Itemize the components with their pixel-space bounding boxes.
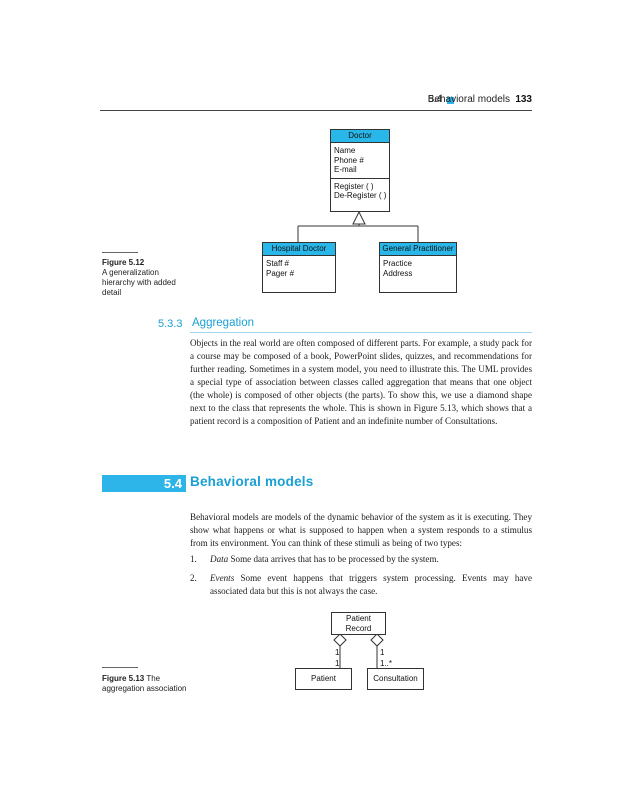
header-title: Behavioral models	[427, 94, 510, 105]
class-general-practitioner-name: General Practitioner	[380, 243, 456, 256]
list-item-text: Some event happens that triggers system …	[210, 573, 532, 596]
multiplicity-right-bottom: 1..*	[380, 659, 392, 668]
figure-5-12-caption: Figure 5.12 A generalization hierarchy w…	[102, 258, 182, 298]
list-item-number: 1.	[190, 554, 197, 564]
figure-5-12-text: A generalization hierarchy with added de…	[102, 268, 176, 297]
hospital-doctor-attr-pager: Pager #	[266, 268, 295, 278]
doctor-attr-email: E-mail	[334, 165, 357, 174]
generalization-arrow-icon	[352, 210, 366, 225]
behavioral-paragraph: Behavioral models are models of the dyna…	[190, 512, 532, 548]
class-doctor-name: Doctor	[331, 130, 389, 143]
subsection-number: 5.3.3	[158, 318, 183, 330]
list-item-body: Events Some event happens that triggers …	[210, 572, 532, 598]
figure-5-13-caption: Figure 5.13 The aggregation association	[102, 674, 192, 694]
header-square-icon	[447, 97, 454, 104]
header-section-number: 5.4	[428, 94, 442, 105]
list-item: 1. Data Some data arrives that has to be…	[190, 553, 532, 567]
patient-label: Patient	[311, 674, 336, 683]
class-consultation: Consultation	[367, 668, 424, 690]
aggregation-diamond-icon	[370, 633, 384, 647]
figure-5-13-text: The aggregation association	[102, 674, 187, 693]
list-item-body: Data Some data arrives that has to be pr…	[210, 553, 532, 566]
section-title: Behavioral models	[190, 474, 314, 489]
list-item-text: Some data arrives that has to be process…	[228, 554, 439, 564]
multiplicity-right-top: 1	[380, 648, 385, 657]
header-rule	[100, 110, 532, 111]
patient-record-line-1: Patient	[346, 614, 371, 623]
gp-attr-practice: Practice	[383, 259, 412, 268]
class-general-practitioner: General Practitioner Practice Address	[379, 242, 457, 293]
aggregation-diamond-icon	[333, 633, 347, 647]
list-item-number: 2.	[190, 573, 197, 583]
page-number: 133	[515, 94, 532, 105]
patient-record-line-2: Record	[345, 624, 372, 633]
doctor-attr-name: Name	[334, 146, 356, 155]
list-item-term: Events	[210, 573, 235, 583]
consultation-label: Consultation	[373, 674, 418, 683]
class-hospital-doctor-name: Hospital Doctor	[263, 243, 335, 256]
gp-attr-address: Address	[383, 268, 413, 278]
class-doctor-attributes: Name Phone # E-mail	[331, 143, 389, 178]
doctor-op-deregister: De-Register ( )	[334, 191, 387, 200]
subsection-rule	[190, 332, 532, 333]
running-header: 5.4 Behavioral models 133	[100, 94, 532, 108]
hospital-doctor-attr-staff: Staff #	[266, 259, 289, 268]
class-doctor: Doctor Name Phone # E-mail Register ( ) …	[330, 129, 390, 212]
aggregation-paragraph: Objects in the real world are often comp…	[190, 338, 532, 426]
subsection-title: Aggregation	[192, 317, 255, 329]
list-item: 2. Events Some event happens that trigge…	[190, 572, 532, 600]
doctor-attr-phone: Phone #	[334, 155, 364, 165]
class-patient: Patient	[295, 668, 352, 690]
class-hospital-doctor: Hospital Doctor Staff # Pager #	[262, 242, 336, 293]
multiplicity-left-top: 1	[335, 648, 340, 657]
figure-5-13-caption-rule	[102, 667, 138, 668]
class-doctor-operations: Register ( ) De-Register ( )	[331, 177, 389, 204]
section-number: 5.4	[163, 476, 182, 491]
class-patient-record: Patient Record	[331, 612, 386, 635]
figure-5-12-caption-rule	[102, 252, 138, 253]
doctor-op-register: Register ( )	[334, 181, 374, 191]
class-general-practitioner-attributes: Practice Address	[380, 256, 456, 281]
list-item-term: Data	[210, 554, 229, 564]
section-number-bar: 5.4	[102, 475, 186, 492]
figure-5-13-label: Figure 5.13	[102, 674, 145, 683]
class-hospital-doctor-attributes: Staff # Pager #	[263, 256, 335, 281]
multiplicity-left-bottom: 1	[335, 659, 340, 668]
figure-5-12-label: Figure 5.12	[102, 258, 145, 267]
